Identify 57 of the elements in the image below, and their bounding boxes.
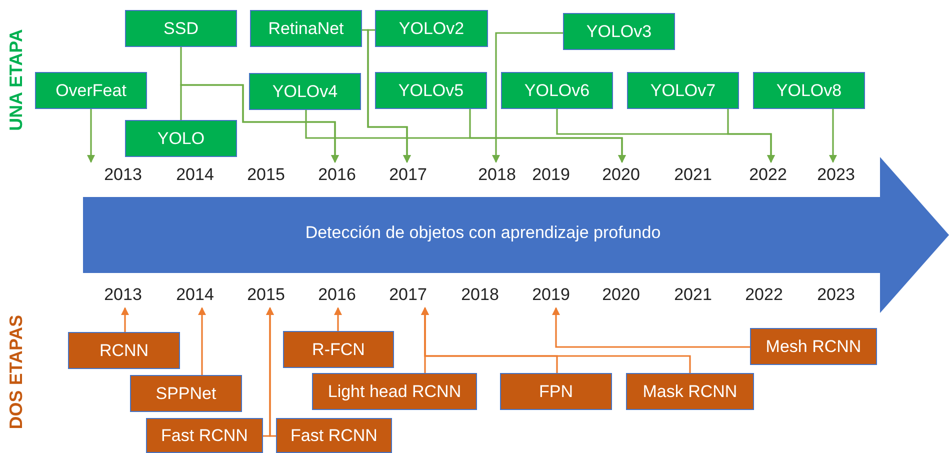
year-label: 2023 bbox=[816, 284, 856, 306]
year-label: 2020 bbox=[601, 284, 641, 306]
year-label: 2017 bbox=[373, 163, 443, 187]
model-box: YOLO bbox=[125, 120, 237, 157]
model-box: YOLOv6 bbox=[501, 72, 613, 109]
connector-arrow bbox=[180, 84, 339, 163]
model-box: YOLOv5 bbox=[375, 72, 487, 109]
year-label: 2014 bbox=[175, 164, 215, 186]
model-box: Mesh RCNN bbox=[750, 328, 877, 365]
model-box: OverFeat bbox=[35, 72, 147, 109]
year-label: 2018 bbox=[462, 163, 532, 187]
connector-arrow bbox=[121, 307, 129, 332]
connector-arrow bbox=[492, 32, 563, 163]
connector-arrow bbox=[334, 307, 342, 331]
year-label: 2021 bbox=[673, 284, 713, 306]
year-label: 2015 bbox=[246, 164, 286, 186]
model-box: RCNN bbox=[68, 332, 180, 369]
year-label: 2014 bbox=[160, 283, 230, 307]
connector-arrow bbox=[829, 109, 837, 163]
year-label: 2018 bbox=[460, 284, 500, 306]
connector-arrow bbox=[266, 307, 276, 437]
timeline-title: Detección de objetos con aprendizaje profundo bbox=[304, 223, 662, 243]
year-label: 2013 bbox=[88, 283, 158, 307]
year-label: 2016 bbox=[302, 283, 372, 307]
connector-arrow bbox=[198, 307, 206, 375]
year-label: 2023 bbox=[801, 163, 871, 187]
year-label: 2019 bbox=[516, 283, 586, 307]
year-label: 2017 bbox=[373, 283, 443, 307]
model-box: Light head RCNN bbox=[312, 373, 477, 410]
model-box: SSD bbox=[125, 10, 237, 47]
model-box: YOLOv4 bbox=[249, 73, 361, 110]
year-label: 2022 bbox=[744, 284, 784, 306]
connector-arrow bbox=[552, 307, 750, 348]
connector-arrow bbox=[421, 307, 691, 373]
model-box: Fast RCNN bbox=[146, 418, 263, 453]
section-heading: UNA ETAPA bbox=[5, 28, 27, 133]
connector-arrow bbox=[727, 109, 775, 163]
model-box: SPPNet bbox=[130, 375, 242, 412]
model-box: Fast RCNN bbox=[276, 418, 392, 453]
year-label: 2021 bbox=[673, 164, 713, 186]
model-box: YOLOv2 bbox=[375, 10, 488, 47]
model-box: FPN bbox=[500, 373, 612, 410]
year-label: 2019 bbox=[531, 164, 571, 186]
section-heading: DOS ETAPAS bbox=[5, 314, 27, 432]
model-box: YOLOv8 bbox=[753, 72, 865, 109]
model-box: R-FCN bbox=[283, 331, 394, 368]
year-label: 2022 bbox=[733, 163, 803, 187]
connector-arrow bbox=[469, 109, 626, 163]
model-box: YOLOv7 bbox=[627, 72, 739, 109]
year-label: 2016 bbox=[302, 163, 372, 187]
year-label: 2013 bbox=[88, 163, 158, 187]
year-label: 2020 bbox=[586, 163, 656, 187]
model-box: Mask RCNN bbox=[626, 373, 754, 410]
model-box: YOLOv3 bbox=[563, 13, 675, 50]
model-box: RetinaNet bbox=[250, 10, 362, 47]
connector-arrow bbox=[87, 109, 95, 163]
year-label: 2015 bbox=[231, 283, 301, 307]
